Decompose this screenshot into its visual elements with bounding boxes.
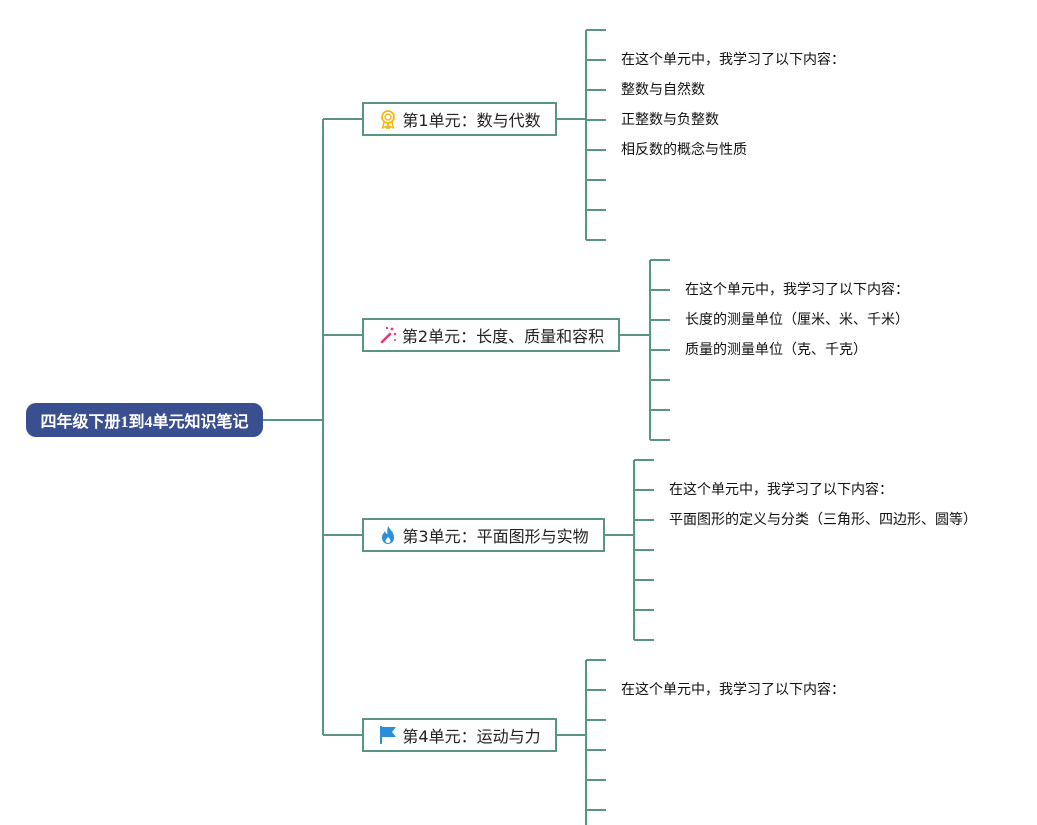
award-medal-icon: [378, 109, 398, 129]
unit-3-leaf-item[interactable]: 平面图形的定义与分类（三角形、四边形、圆等）: [669, 512, 977, 528]
unit-4-leaf-item[interactable]: 在这个单元中，我学习了以下内容：: [621, 682, 845, 698]
unit-3-label: 第3单元：平面图形与实物: [402, 527, 589, 546]
unit-4-label: 第4单元：运动与力: [402, 727, 541, 746]
magic-wand-icon: [378, 325, 398, 345]
unit-2-topic[interactable]: 第2单元：长度、质量和容积: [362, 318, 620, 352]
unit-1-leaf-item[interactable]: 在这个单元中，我学习了以下内容：: [621, 52, 845, 68]
root-topic-label: 四年级下册1到4单元知识笔记: [40, 414, 249, 431]
root-topic[interactable]: 四年级下册1到4单元知识笔记: [26, 403, 263, 437]
unit-1-label: 第1单元：数与代数: [402, 111, 541, 130]
unit-4-topic[interactable]: 第4单元：运动与力: [362, 718, 557, 752]
unit-3-topic[interactable]: 第3单元：平面图形与实物: [362, 518, 605, 552]
unit-1-topic[interactable]: 第1单元：数与代数: [362, 102, 557, 136]
unit-2-leaf-item[interactable]: 质量的测量单位（克、千克）: [685, 342, 867, 358]
unit-2-leaf-item[interactable]: 在这个单元中，我学习了以下内容：: [685, 282, 909, 298]
unit-1-leaf-item[interactable]: 相反数的概念与性质: [621, 142, 747, 158]
unit-3-leaf-item[interactable]: 在这个单元中，我学习了以下内容：: [669, 482, 893, 498]
unit-1-leaf-item[interactable]: 正整数与负整数: [621, 112, 719, 128]
flag-icon: [378, 725, 398, 745]
unit-2-leaf-item[interactable]: 长度的测量单位（厘米、米、千米）: [685, 312, 909, 328]
unit-2-label: 第2单元：长度、质量和容积: [401, 327, 605, 346]
unit-1-leaf-item[interactable]: 整数与自然数: [621, 82, 705, 98]
flame-icon: [378, 525, 398, 545]
